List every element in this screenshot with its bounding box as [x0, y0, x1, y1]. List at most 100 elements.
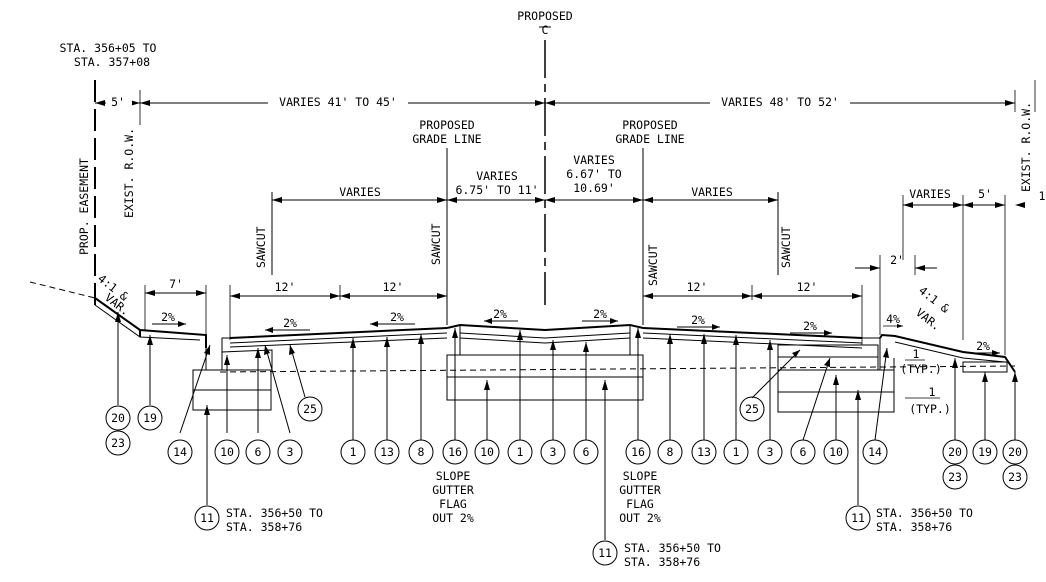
varies-left-label: VARIES [339, 185, 381, 199]
slope-gutter-left-3: FLAG [439, 497, 467, 511]
slope-gutter-right-2: GUTTER [619, 483, 661, 497]
callout-6-c: 6 [800, 445, 807, 459]
callout-8-b: 8 [667, 445, 674, 459]
callout-16-b: 16 [631, 445, 645, 459]
pct-label-1: 2% [161, 310, 175, 324]
callout-20-far-right: 20 [1008, 445, 1022, 459]
sta-left-line1: STA. 356+05 TO [60, 41, 157, 55]
callout-20-left: 20 [111, 411, 125, 425]
dim-7ft-label: 7' [169, 277, 183, 291]
callout-13-b: 13 [697, 445, 711, 459]
pavement-left-top [229, 327, 448, 339]
existing-ground-line [219, 365, 1016, 373]
prop-easement-label: PROP. EASEMENT [77, 158, 91, 255]
typ-num-2: 1 [929, 385, 936, 399]
varies-mid-right-3: 10.69' [573, 181, 615, 195]
varies-48-52-label: VARIES 48' TO 52' [721, 95, 839, 109]
grade-right-line1: PROPOSED [622, 118, 677, 132]
callout-8-a: 8 [418, 445, 425, 459]
callout-14-right: 14 [868, 445, 882, 459]
callout-3-left: 3 [287, 445, 294, 459]
callout-23-far-right: 23 [1008, 470, 1022, 484]
callout-11-left: 11 [200, 511, 214, 525]
grade-left-line1: PROPOSED [419, 118, 474, 132]
grade-right-line2: GRADE LINE [615, 132, 684, 146]
sawcut-label-1: SAWCUT [254, 226, 268, 268]
exist-row-left-label: EXIST. R.O.W. [122, 128, 136, 218]
pct-label-8: 2% [976, 339, 990, 353]
dim-1-cut: 1 [1039, 189, 1046, 203]
slope-gutter-note-left: SLOPE GUTTER FLAG OUT 2% [432, 469, 474, 525]
callout-19-right: 19 [978, 445, 992, 459]
callout-6-b: 6 [583, 445, 590, 459]
dim-12-a: 12' [275, 280, 296, 294]
sawcut-label-3: SAWCUT [646, 244, 660, 286]
dim-2ft-label: 2' [890, 253, 904, 267]
slope-gutter-right-3: FLAG [626, 497, 654, 511]
pct-label-5: 2% [593, 307, 607, 321]
varies-mid-left-1: VARIES [476, 169, 518, 183]
pavement-right-top [642, 327, 863, 339]
callout-1-a: 1 [350, 445, 357, 459]
right-side-slope [879, 333, 1016, 373]
existing-ground-left [29, 281, 96, 299]
callout-25-right: 25 [745, 402, 759, 416]
pct-label-7: 2% [803, 319, 817, 333]
callout-14-left: 14 [173, 445, 187, 459]
varies-mid-right-2: 6.67' TO [566, 167, 621, 181]
varies-right-label: VARIES [691, 185, 733, 199]
callout-circles: 20 23 19 25 14 10 6 3 11 1 13 8 16 10 1 … [105, 396, 1028, 566]
callout-23-right: 23 [948, 470, 962, 484]
sta-note-mid-2: STA. 358+76 [624, 555, 700, 569]
pavement-right-mid [642, 332, 863, 344]
slope-gutter-note-right: SLOPE GUTTER FLAG OUT 2% [619, 469, 661, 525]
pavement-left-bot [229, 337, 448, 348]
pct-label-4pct: 4% [886, 312, 900, 326]
callout-16-a: 16 [448, 445, 462, 459]
callout-23-left: 23 [111, 436, 125, 450]
leader-lines [115, 312, 1018, 540]
sawcut-label-2: SAWCUT [429, 223, 443, 265]
callout-19-left: 19 [143, 411, 157, 425]
grade-left-line2: GRADE LINE [412, 132, 481, 146]
pct-label-6: 2% [691, 313, 705, 327]
varies-mid-left-2: 6.75' TO 11' [455, 183, 538, 197]
proposed-top-label: PROPOSED [517, 9, 572, 23]
callout-13-a: 13 [380, 445, 394, 459]
callout-1-c: 1 [733, 445, 740, 459]
typ-num-1: 1 [913, 347, 920, 361]
median-top [446, 323, 644, 332]
sta-left-line2: STA. 357+08 [74, 55, 150, 69]
callout-1-b: 1 [517, 445, 524, 459]
callout-11-mid: 11 [598, 546, 612, 560]
callout-20-right: 20 [948, 445, 962, 459]
pct-label-4: 2% [493, 307, 507, 321]
slope-gutter-left-4: OUT 2% [432, 511, 474, 525]
sta-note-right-2: STA. 358+76 [876, 520, 952, 534]
slope-gutter-right-4: OUT 2% [619, 511, 661, 525]
dim-12-d: 12' [797, 280, 818, 294]
pct-label-3: 2% [390, 310, 404, 324]
callout-25-left: 25 [303, 402, 317, 416]
varies-41-45-label: VARIES 41' TO 45' [279, 95, 397, 109]
pavement-left-mid [229, 332, 448, 344]
callout-11-right: 11 [851, 511, 865, 525]
sta-note-left-1: STA. 356+50 TO [226, 506, 323, 520]
dim-5ft-right: 5' [978, 187, 992, 201]
callout-10-left: 10 [220, 445, 234, 459]
callout-3-c: 3 [767, 445, 774, 459]
centerline-symbol: C [542, 23, 549, 37]
slope-gutter-left-1: SLOPE [436, 469, 471, 483]
exist-row-right-label: EXIST. R.O.W. [1019, 102, 1033, 192]
dim-12-c: 12' [687, 280, 708, 294]
dim-12-b: 12' [383, 280, 404, 294]
pct-label-2: 2% [283, 316, 297, 330]
sta-note-right-1: STA. 356+50 TO [876, 506, 973, 520]
typ-note-1: (TYP.) [900, 362, 942, 376]
base-left [221, 349, 273, 370]
callout-10-b: 10 [480, 445, 494, 459]
sawcut-label-4: SAWCUT [779, 226, 793, 268]
slope-gutter-left-2: GUTTER [432, 483, 474, 497]
